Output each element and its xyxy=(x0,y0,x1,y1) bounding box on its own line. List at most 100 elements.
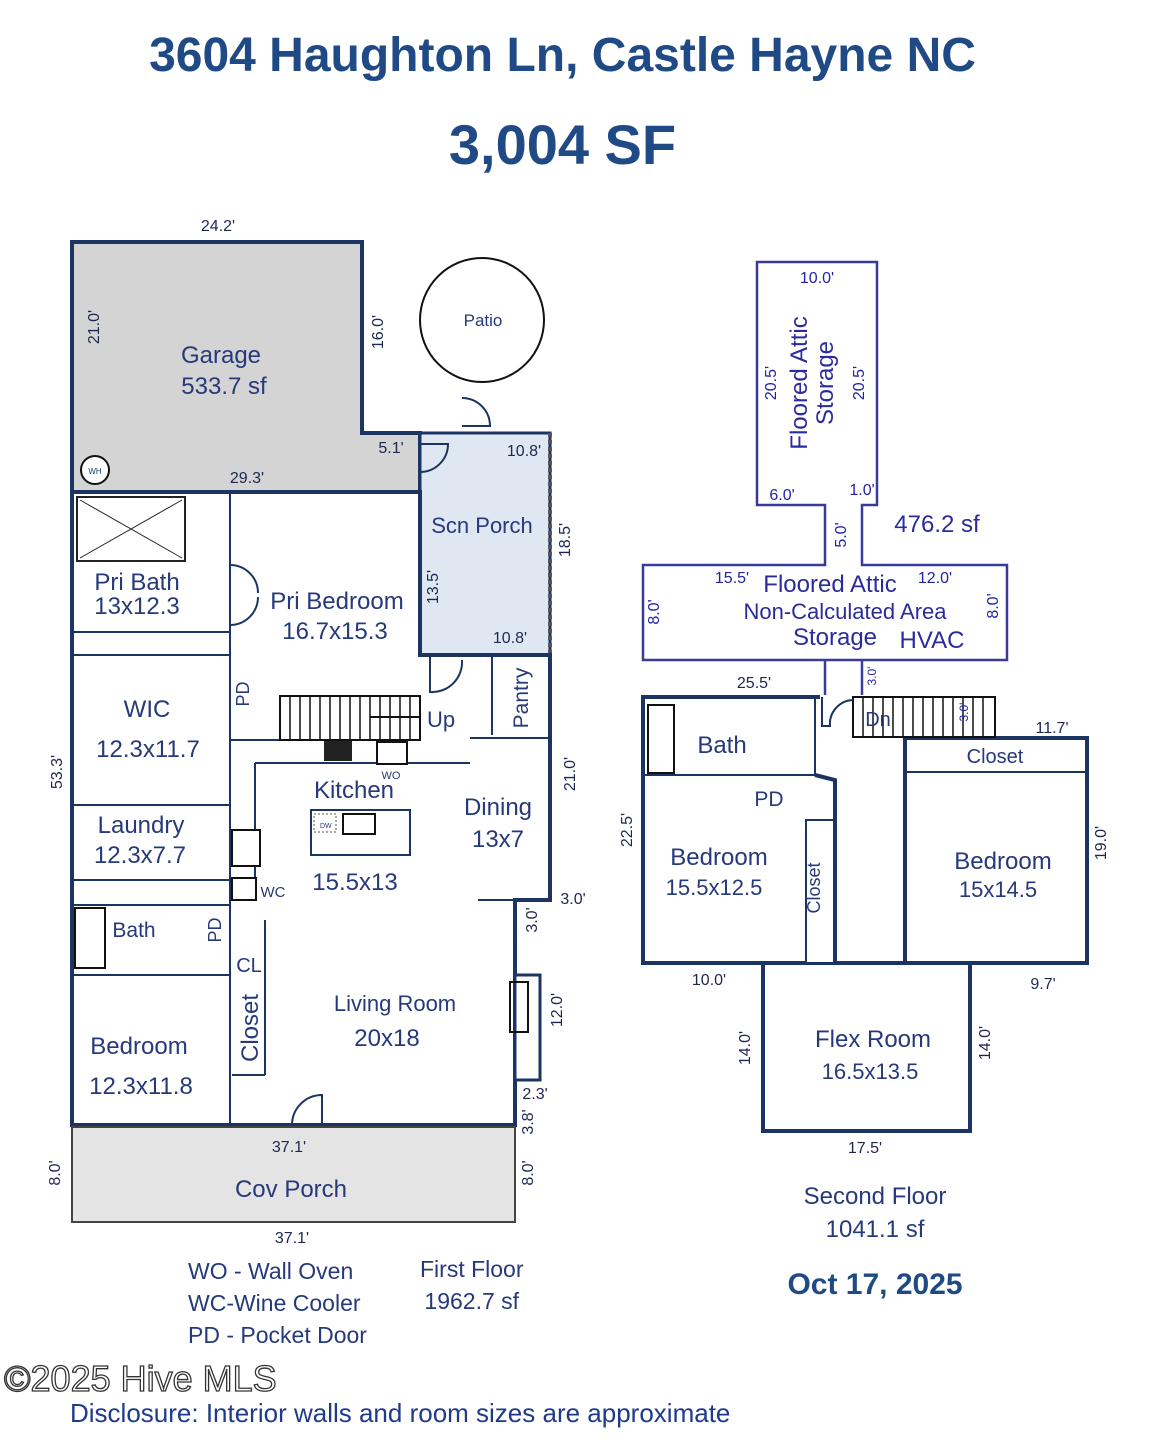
covered-porch xyxy=(71,1126,516,1223)
dimension: 12.0' xyxy=(918,570,952,587)
bath-label-2f: Bath xyxy=(697,732,746,759)
second-floor: Floored Attic Storage 476.2 sf Floored A… xyxy=(619,260,1110,1157)
legend-item: WO - Wall Oven xyxy=(188,1258,354,1284)
attic-storage-label-2: Storage xyxy=(812,341,839,425)
dimension: 22.5' xyxy=(619,813,636,847)
wall-oven-label: WO xyxy=(382,770,401,782)
screened-porch xyxy=(418,431,552,657)
wine-cooler-label: WC xyxy=(261,884,286,901)
dining-size: 13x7 xyxy=(472,826,524,853)
kitchen-size: 15.5x13 xyxy=(312,869,397,896)
dimension: 21.0' xyxy=(86,310,103,344)
living-room-size: 20x18 xyxy=(354,1025,419,1052)
dimension: 3.8' xyxy=(520,1109,537,1134)
dimension: 5.0' xyxy=(833,522,850,547)
dimension: 29.3' xyxy=(230,470,264,487)
dimension: 10.8' xyxy=(507,443,541,460)
second-floor-stairs xyxy=(852,696,996,738)
bath-label: Bath xyxy=(112,919,155,942)
dimension: 12.0' xyxy=(549,993,566,1027)
property-address: 3604 Haughton Ln, Castle Hayne NC xyxy=(149,29,976,82)
dimension: 20.5' xyxy=(763,366,780,400)
dimension: 10.8' xyxy=(493,630,527,647)
bedroom2-label: Bedroom xyxy=(954,848,1051,875)
total-square-footage: 3,004 SF xyxy=(448,113,677,176)
bedroom-size: 12.3x11.8 xyxy=(89,1073,193,1100)
dimension: 10.0' xyxy=(692,972,726,989)
laundry-label: Laundry xyxy=(98,812,185,839)
stairs-down-label: Dn xyxy=(865,709,891,731)
dimension: 18.5' xyxy=(557,523,574,557)
dimension: 16.0' xyxy=(370,315,387,349)
second-floor-label: Second Floor xyxy=(803,1183,947,1210)
bedroom1-size: 15.5x12.5 xyxy=(666,875,763,900)
patio-label: Patio xyxy=(464,311,503,330)
dimension: 24.2' xyxy=(201,218,235,235)
dimension: 14.0' xyxy=(977,1026,994,1060)
attic-storage-label-1: Floored Attic xyxy=(786,316,813,449)
dimension: 37.1' xyxy=(272,1139,306,1156)
dimension: 14.0' xyxy=(737,1031,754,1065)
dimension: 8.0' xyxy=(646,599,663,624)
copyright-watermark: ©2025 Hive MLS xyxy=(3,1357,277,1399)
dimension: 20.5' xyxy=(851,366,868,400)
dimension: 17.5' xyxy=(848,1140,882,1157)
pri-bedroom-size: 16.7x15.3 xyxy=(282,618,387,645)
first-floor-stairs xyxy=(279,695,421,741)
dimension: 8.0' xyxy=(520,1160,537,1185)
pd-label-wic: PD xyxy=(233,681,253,706)
dimension: 15.5' xyxy=(715,570,749,587)
flex-room-size: 16.5x13.5 xyxy=(822,1059,919,1084)
bedroom1-label: Bedroom xyxy=(670,844,767,871)
dimension: 3.0' xyxy=(957,703,971,722)
water-heater-label: WH xyxy=(88,467,102,476)
stairs-up-label: Up xyxy=(427,707,455,732)
pd-label: PD xyxy=(205,917,225,942)
garage-label: Garage xyxy=(181,342,261,369)
disclosure: Disclosure: Interior walls and room size… xyxy=(70,1398,731,1428)
dimension: 3.0' xyxy=(524,907,541,932)
flex-room-label: Flex Room xyxy=(815,1026,931,1053)
laundry-size: 12.3x7.7 xyxy=(94,842,186,869)
dimension: 6.0' xyxy=(769,487,794,504)
living-room-label: Living Room xyxy=(334,991,456,1016)
dimension: 8.0' xyxy=(47,1160,64,1185)
pd-label-2f: PD xyxy=(754,788,783,811)
cl-label: CL xyxy=(236,955,262,977)
pantry-label: Pantry xyxy=(510,667,533,728)
patio xyxy=(419,257,545,383)
abbreviation-legend: WO - Wall Oven WC-Wine Cooler PD - Pocke… xyxy=(188,1255,367,1351)
attic-noncalc-label-3: Storage xyxy=(793,624,877,651)
dimension: 9.7' xyxy=(1030,976,1055,993)
bedroom2-size: 15x14.5 xyxy=(959,877,1037,902)
first-floor-area: 1962.7 sf xyxy=(424,1288,520,1314)
second-floor-summary: Second Floor 1041.1 sf xyxy=(760,1180,990,1246)
cov-porch-label: Cov Porch xyxy=(235,1176,347,1203)
dimension: 53.3' xyxy=(49,755,66,789)
pri-bedroom-label: Pri Bedroom xyxy=(270,588,403,615)
dimension: 3.0' xyxy=(865,667,879,686)
dimension: 13.5' xyxy=(425,570,442,604)
dimension: 1.0' xyxy=(849,482,874,499)
dimension: 21.0' xyxy=(562,757,579,791)
dimension: 2.3' xyxy=(522,1086,547,1103)
attic-noncalc-label-1: Floored Attic xyxy=(763,571,896,598)
first-floor-summary: First Floor 1962.7 sf xyxy=(420,1253,524,1317)
first-floor: WH DW Garage 533.7 sf Patio Scn Porch Pr… xyxy=(47,218,586,1247)
closet-label: Closet xyxy=(237,994,264,1062)
floored-attic xyxy=(641,260,1009,662)
attic-noncalc-label-2: Non-Calculated Area xyxy=(743,599,947,624)
dimension: 25.5' xyxy=(737,675,771,692)
legend-item: PD - Pocket Door xyxy=(188,1322,367,1348)
dimension: 5.1' xyxy=(378,440,403,457)
scn-porch-label: Scn Porch xyxy=(431,513,533,538)
water-heater-icon xyxy=(80,455,110,485)
dimension: 37.1' xyxy=(275,1230,309,1247)
pri-bath-size: 13x12.3 xyxy=(94,593,179,620)
attic-area: 476.2 sf xyxy=(894,511,980,538)
dimension: 19.0' xyxy=(1093,826,1110,860)
garage-area: 533.7 sf xyxy=(181,373,267,400)
closet-label-2f: Closet xyxy=(967,746,1024,768)
first-floor-label: First Floor xyxy=(420,1256,524,1282)
